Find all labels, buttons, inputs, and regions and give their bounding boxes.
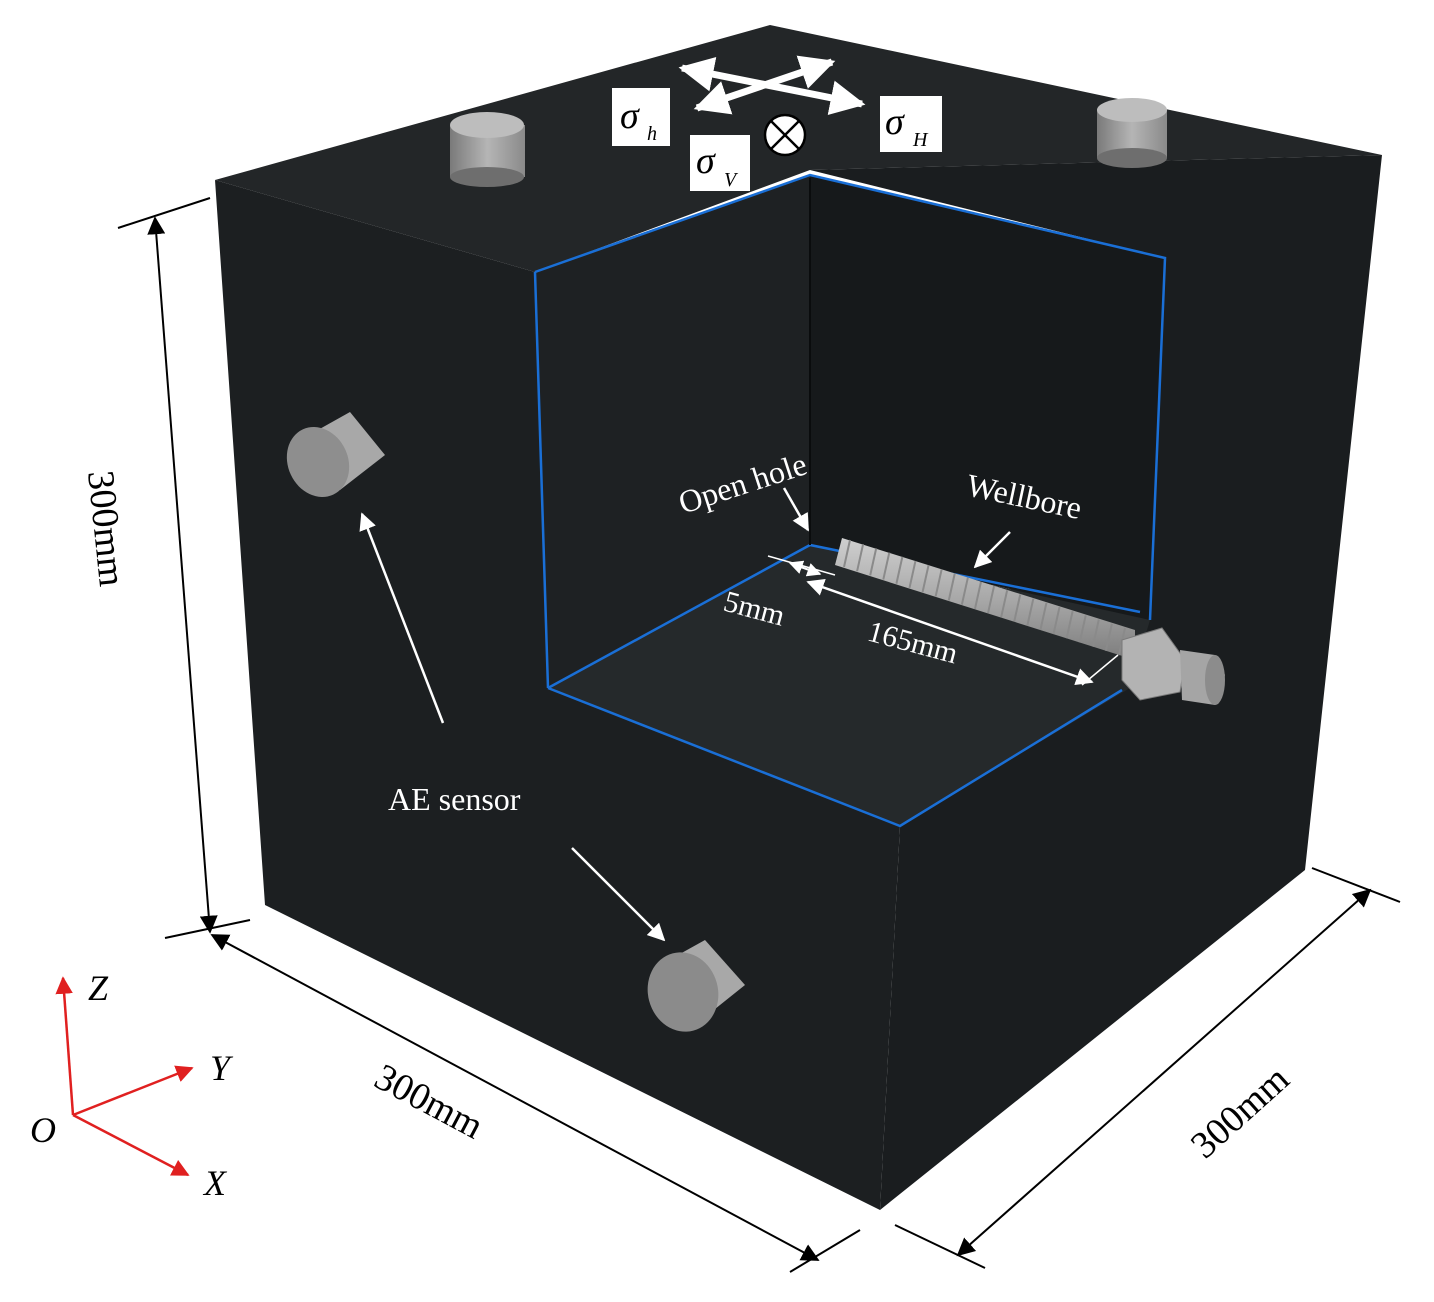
axis-label-y: Y [210, 1048, 234, 1088]
svg-text:h: h [647, 123, 657, 145]
label-height-dim: 300mm [79, 469, 133, 589]
ae-sensor-top-left [450, 112, 525, 187]
svg-text:σ: σ [620, 95, 640, 137]
wellbore-pointer [973, 531, 1011, 569]
ae-sensor-top-right [1097, 98, 1167, 168]
svg-text:V: V [724, 169, 739, 191]
axis-label-origin: O [30, 1110, 56, 1150]
axis-label-z: Z [88, 968, 109, 1008]
coordinate-axes [55, 976, 194, 1177]
wellbore-thread [856, 543, 865, 572]
sigma-v-into-page-icon [763, 113, 807, 157]
open-hole-pointer [782, 487, 810, 532]
specimen-block [215, 25, 1382, 1210]
label-sigma-V: σ V [690, 135, 750, 191]
wellbore-thread [882, 552, 891, 580]
wellbore-thread [869, 548, 878, 576]
axis-label-x: X [202, 1163, 228, 1203]
wellbore-thread [1091, 619, 1100, 647]
x-axis [72, 1113, 190, 1177]
gap-tick [788, 560, 822, 577]
svg-text:σ: σ [696, 140, 716, 182]
y-axis [72, 1065, 194, 1117]
label-sigma-h: σ h [612, 88, 670, 146]
wellbore-thread [1104, 623, 1113, 652]
z-axis [55, 976, 75, 1116]
front-width-dimension [210, 934, 861, 1273]
depth-dimension [894, 867, 1401, 1269]
stress-arrows [678, 55, 866, 115]
label-ae-sensor: AE sensor [388, 781, 521, 817]
ae-sensor-left [286, 412, 385, 498]
label-front-width-dim: 300mm [368, 1056, 490, 1148]
cutout-back-left-face [535, 175, 810, 688]
wellbore-nut [1121, 627, 1186, 701]
height-dimension [117, 197, 251, 939]
cutout-back-right-face [810, 175, 1165, 620]
wellbore-length-dimension [806, 578, 1094, 686]
sigma-H-arrow [678, 57, 866, 115]
label-depth-dim: 300mm [1183, 1058, 1297, 1167]
svg-text:σ: σ [885, 101, 905, 143]
wellbore-length-end-tick [1081, 654, 1119, 686]
label-sigma-H: σ H [880, 96, 942, 152]
ae-sensor-pointer-left [359, 512, 445, 724]
svg-text:H: H [912, 129, 929, 151]
wellbore-thread [843, 539, 851, 568]
ae-sensor-pointer-front [571, 847, 666, 942]
